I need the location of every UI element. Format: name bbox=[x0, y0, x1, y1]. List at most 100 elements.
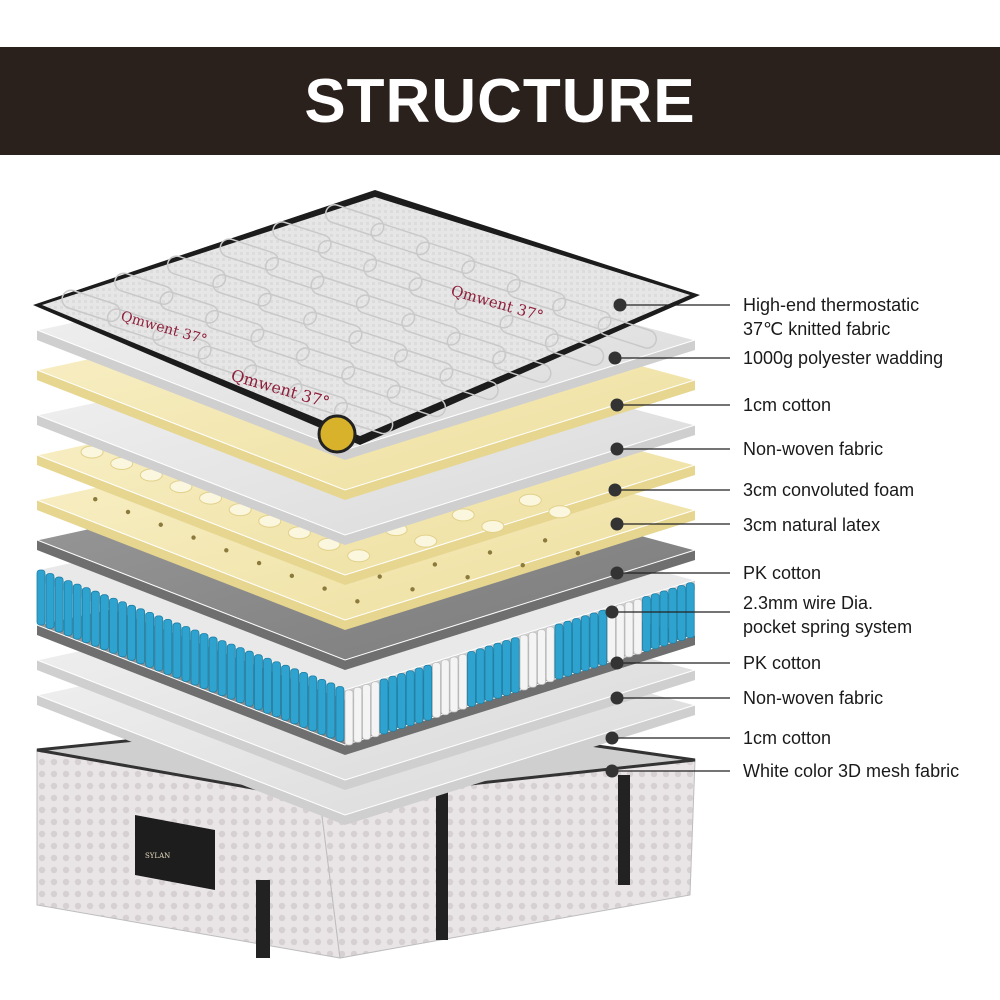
leader-dot bbox=[610, 656, 624, 670]
spring-coil bbox=[633, 598, 643, 655]
brand-label-text: SYLAN bbox=[145, 852, 170, 860]
quilt-channel bbox=[114, 272, 174, 305]
latex-hole bbox=[487, 550, 493, 555]
foam-bump bbox=[518, 493, 542, 507]
quilt-channel bbox=[324, 204, 385, 237]
cover-quilting bbox=[61, 204, 657, 435]
quilt-channel bbox=[355, 294, 416, 327]
label-conv-foam: 3cm convoluted foam bbox=[743, 478, 914, 502]
spring-coil bbox=[642, 596, 651, 652]
spring-coil bbox=[272, 661, 281, 718]
base-handle-strap bbox=[436, 790, 448, 940]
quilt-channel bbox=[401, 313, 461, 346]
spring-coil bbox=[299, 671, 309, 728]
spring-coil bbox=[317, 679, 327, 735]
latex-hole bbox=[158, 522, 163, 527]
label-line: PK cotton bbox=[743, 653, 822, 673]
quilt-channel bbox=[264, 256, 325, 290]
spring-coil bbox=[208, 636, 218, 693]
label-line: 1cm cotton bbox=[743, 728, 832, 748]
label-cotton-bottom: 1cm cotton bbox=[743, 726, 831, 750]
spring-coil bbox=[397, 673, 406, 729]
spring-coil bbox=[235, 647, 245, 704]
spring-coil bbox=[100, 594, 109, 651]
quilt-channel bbox=[250, 328, 310, 362]
quilt-channel bbox=[363, 258, 423, 292]
spring-coil bbox=[63, 580, 73, 636]
leader-dot bbox=[608, 483, 622, 497]
spring-coil bbox=[72, 583, 82, 640]
quilt-channel bbox=[461, 260, 521, 293]
quilt-channel bbox=[288, 383, 348, 416]
latex-hole bbox=[322, 586, 327, 591]
quilt-channel bbox=[453, 296, 514, 329]
quilt-channel bbox=[499, 314, 559, 348]
quilt-channel bbox=[257, 292, 318, 326]
leader-dot bbox=[605, 605, 619, 619]
spring-coil bbox=[217, 640, 227, 696]
latex-hole bbox=[93, 497, 98, 502]
quilt-channel bbox=[272, 221, 332, 254]
label-line: Non-woven fabric bbox=[743, 688, 884, 708]
quilt-channel bbox=[506, 278, 567, 312]
spring-coil bbox=[510, 637, 520, 694]
spring-coil bbox=[449, 656, 459, 713]
label-line: 3cm convoluted foam bbox=[743, 480, 915, 500]
spring-coil bbox=[45, 573, 55, 629]
spring-coil bbox=[118, 601, 127, 658]
label-line: High-end thermostatic bbox=[743, 295, 920, 315]
spring-coil bbox=[290, 668, 300, 725]
label-line: Non-woven fabric bbox=[743, 439, 884, 459]
spring-coil bbox=[362, 684, 371, 740]
spring-coil bbox=[370, 681, 380, 738]
quilt-channel bbox=[106, 308, 167, 341]
label-line: pocket spring system bbox=[743, 617, 913, 637]
spring-coil bbox=[181, 626, 191, 682]
spring-coil bbox=[254, 654, 263, 711]
label-latex: 3cm natural latex bbox=[743, 513, 880, 537]
latex-hole bbox=[224, 548, 229, 553]
spring-coil bbox=[458, 653, 468, 710]
spring-coil bbox=[136, 608, 146, 665]
leader-dot bbox=[610, 566, 624, 580]
quilt-channel bbox=[393, 348, 454, 382]
quilt-channel bbox=[408, 277, 468, 310]
spring-coil bbox=[423, 664, 433, 721]
leader-lines bbox=[605, 298, 730, 778]
foam-bump bbox=[548, 505, 572, 519]
spring-coil bbox=[685, 582, 695, 639]
leader-dot bbox=[605, 731, 619, 745]
page-title: STRUCTURE bbox=[304, 66, 696, 136]
spring-coil bbox=[668, 587, 678, 644]
brand-label-patch bbox=[135, 815, 215, 890]
spring-coil bbox=[484, 645, 494, 702]
quilt-channel bbox=[243, 364, 303, 397]
spring-coil bbox=[281, 664, 290, 721]
foam-bump bbox=[347, 549, 371, 563]
leader-dot bbox=[610, 517, 624, 531]
spring-coil bbox=[432, 662, 441, 718]
label-line: 1000g polyester wadding bbox=[743, 348, 944, 368]
quilt-channel bbox=[159, 291, 219, 324]
label-pk-bottom: PK cotton bbox=[743, 651, 821, 675]
leader-dot bbox=[610, 442, 624, 456]
label-springs: 2.3mm wire Dia.pocket spring system bbox=[743, 591, 912, 639]
spring-coil bbox=[190, 629, 200, 686]
spring-coil bbox=[353, 686, 363, 743]
quilt-channel bbox=[317, 239, 378, 273]
quilt-channel bbox=[212, 274, 272, 307]
spring-coil bbox=[475, 648, 485, 705]
label-line: 3cm natural latex bbox=[743, 515, 881, 535]
spring-coil bbox=[545, 626, 555, 683]
spring-coil bbox=[154, 615, 164, 672]
quilt-channel bbox=[204, 309, 265, 343]
quilt-channel bbox=[333, 401, 394, 435]
leader-dot bbox=[608, 351, 622, 365]
latex-hole bbox=[377, 574, 382, 579]
latex-hole bbox=[432, 562, 438, 567]
spring-coil bbox=[624, 601, 634, 658]
spring-coil bbox=[650, 593, 660, 650]
cover-knit-surface bbox=[42, 197, 690, 436]
